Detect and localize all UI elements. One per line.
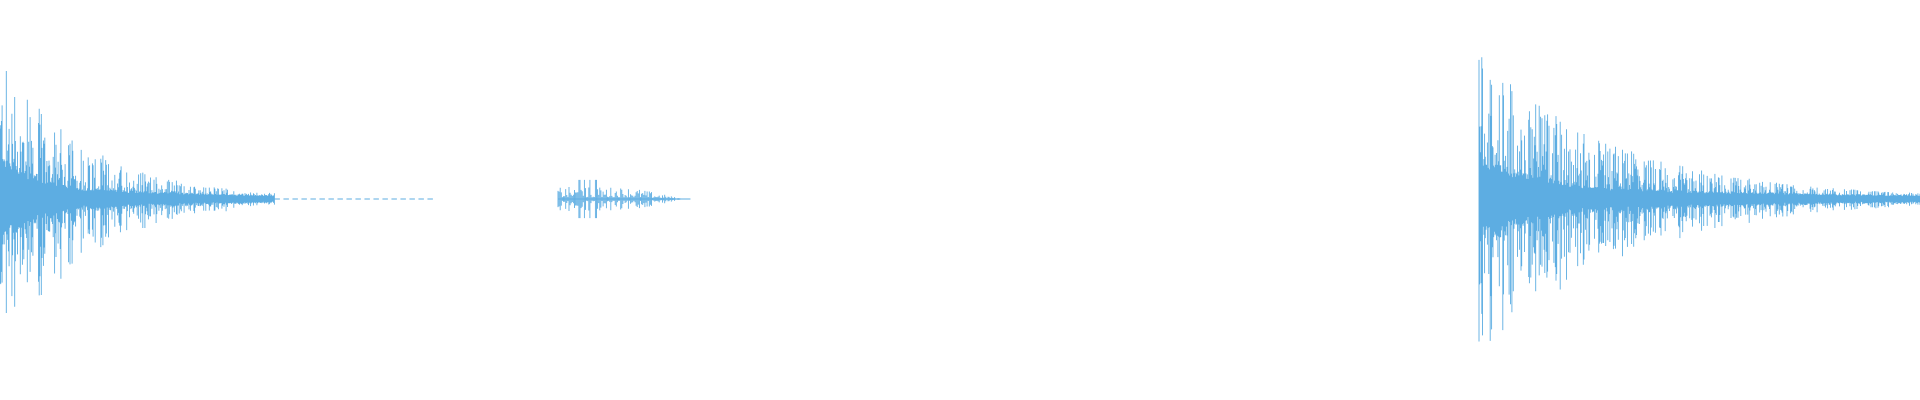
waveform-segment-2 <box>557 179 691 219</box>
waveform-path-1 <box>0 71 433 313</box>
waveform-segment-3 <box>1478 57 1920 342</box>
waveform-path-3 <box>1478 57 1920 342</box>
waveform-samples <box>0 57 1920 342</box>
waveform-path-2 <box>557 179 691 219</box>
waveform-segment-1 <box>0 71 433 313</box>
